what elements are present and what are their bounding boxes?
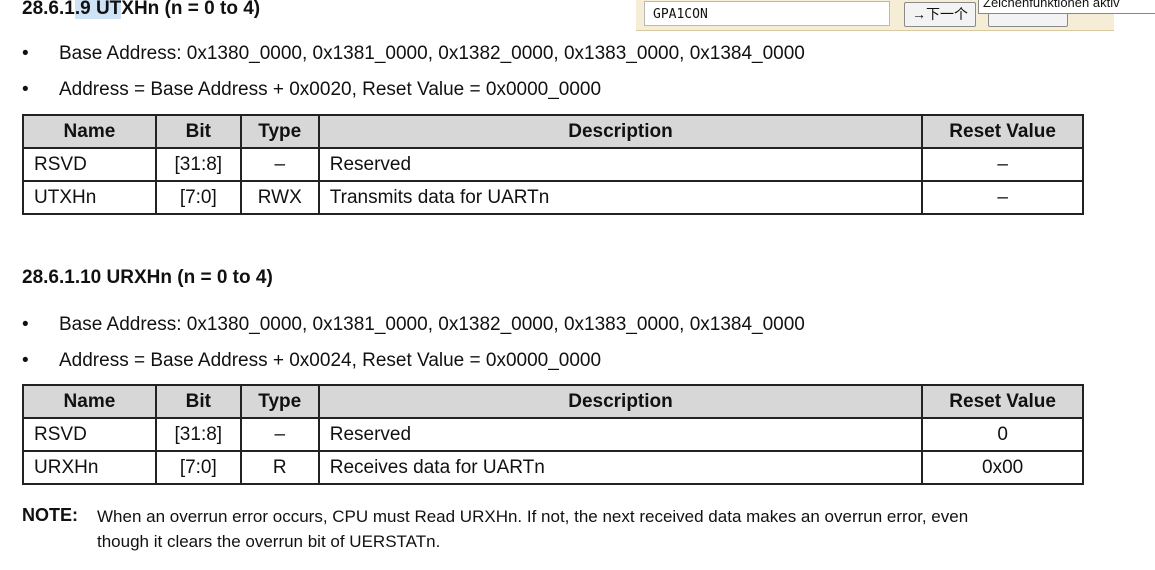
header-description: Description	[317, 114, 924, 149]
table-row: RSVD [31:8] – Reserved –	[22, 147, 1084, 182]
cell-name: UTXHn	[22, 180, 157, 215]
bullet-icon: •	[22, 350, 29, 371]
header-name: Name	[22, 114, 157, 149]
cell-type: RWX	[239, 180, 320, 215]
cell-name: URXHn	[22, 450, 157, 485]
text-selection: .9 UT	[74, 0, 122, 19]
cell-bit: [7:0]	[154, 180, 242, 215]
bullet-icon: •	[22, 79, 29, 100]
cell-description: Reserved	[317, 417, 924, 452]
table-header-row: Name Bit Type Description Reset Value	[22, 384, 1084, 419]
cell-description: Receives data for UARTn	[317, 450, 924, 485]
note-label: NOTE:	[22, 505, 78, 525]
cell-type: R	[239, 450, 320, 485]
cell-description: Reserved	[317, 147, 924, 182]
header-reset-value: Reset Value	[921, 384, 1084, 419]
bullet-address: • Address = Base Address + 0x0020, Reset…	[22, 79, 922, 103]
header-reset-value: Reset Value	[921, 114, 1084, 149]
register-table-utxhn: Name Bit Type Description Reset Value RS…	[22, 114, 1084, 215]
header-bit: Bit	[154, 384, 242, 419]
cell-type: –	[239, 147, 320, 182]
header-type: Type	[239, 114, 320, 149]
cell-bit: [7:0]	[154, 450, 242, 485]
header-description: Description	[317, 384, 924, 419]
find-next-button[interactable]: →下一个	[904, 2, 976, 27]
heading-part: 28.6.1	[22, 0, 75, 19]
cell-type: –	[239, 417, 320, 452]
header-name: Name	[22, 384, 157, 419]
cell-reset-value: –	[921, 180, 1084, 215]
bullet-text: Address = Base Address + 0x0024, Reset V…	[59, 350, 602, 371]
table-header-row: Name Bit Type Description Reset Value	[22, 114, 1084, 149]
note-line: When an overrun error occurs, CPU must R…	[97, 507, 969, 526]
bullet-text: Address = Base Address + 0x0020, Reset V…	[59, 79, 602, 100]
note-text: When an overrun error occurs, CPU must R…	[97, 504, 1097, 554]
header-type: Type	[239, 384, 320, 419]
heading-part: XHn (n = 0 to 4)	[121, 0, 261, 19]
cell-reset-value: 0x00	[921, 450, 1084, 485]
section-heading-utxhn: 28.6.1.9 UTXHn (n = 0 to 4)	[22, 0, 260, 20]
cell-bit: [31:8]	[154, 147, 242, 182]
bullet-icon: •	[22, 314, 29, 335]
bullet-text: Base Address: 0x1380_0000, 0x1381_0000, …	[59, 43, 805, 64]
table-row: URXHn [7:0] R Receives data for UARTn 0x…	[22, 450, 1084, 485]
cell-name: RSVD	[22, 147, 157, 182]
header-bit: Bit	[154, 114, 242, 149]
bullet-icon: •	[22, 43, 29, 64]
tooltip: Zeichenfunktionen aktiv	[978, 0, 1155, 14]
search-input[interactable]: GPA1CON	[644, 1, 890, 26]
note-line: though it clears the overrun bit of UERS…	[97, 532, 441, 551]
bullet-base-address: • Base Address: 0x1380_0000, 0x1381_0000…	[22, 314, 922, 338]
bullet-address: • Address = Base Address + 0x0024, Reset…	[22, 350, 922, 374]
table-row: RSVD [31:8] – Reserved 0	[22, 417, 1084, 452]
bullet-base-address: • Base Address: 0x1380_0000, 0x1381_0000…	[22, 43, 922, 67]
cell-description: Transmits data for UARTn	[317, 180, 924, 215]
cell-name: RSVD	[22, 417, 157, 452]
section-heading-urxhn: 28.6.1.10 URXHn (n = 0 to 4)	[22, 267, 273, 288]
cell-reset-value: 0	[921, 417, 1084, 452]
cell-bit: [31:8]	[154, 417, 242, 452]
table-row: UTXHn [7:0] RWX Transmits data for UARTn…	[22, 180, 1084, 215]
bullet-text: Base Address: 0x1380_0000, 0x1381_0000, …	[59, 314, 805, 335]
register-table-urxhn: Name Bit Type Description Reset Value RS…	[22, 384, 1084, 485]
cell-reset-value: –	[921, 147, 1084, 182]
